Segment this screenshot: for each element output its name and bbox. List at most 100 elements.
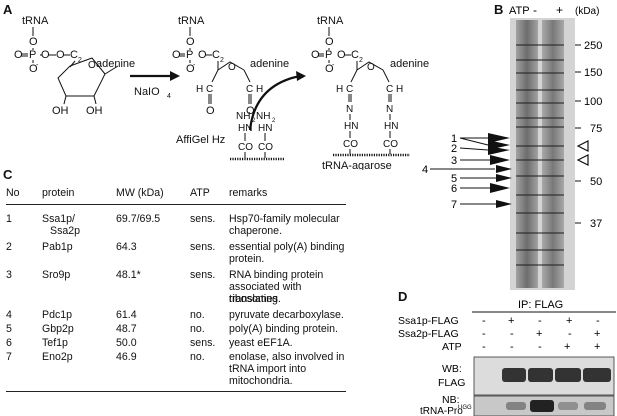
adenine-label-2: adenine	[250, 58, 289, 70]
affigel-label: AffiGel Hz	[176, 134, 225, 146]
wb-label-flag: FLAG	[438, 377, 465, 389]
svg-text:O: O	[186, 63, 195, 75]
nb-band	[530, 400, 554, 412]
gel-lane-2	[542, 20, 564, 288]
svg-text:OH: OH	[52, 105, 69, 117]
svg-text:N: N	[386, 104, 393, 115]
svg-text:2: 2	[78, 57, 82, 64]
ip-title: IP: FLAG	[518, 299, 563, 311]
svg-text:2: 2	[252, 118, 256, 124]
svg-text:O: O	[325, 36, 334, 48]
svg-text:NH: NH	[236, 111, 250, 122]
product-label: tRNA-agarose	[322, 160, 392, 170]
svg-text:C: C	[351, 49, 359, 61]
header-remarks: remarks	[229, 187, 268, 199]
svg-text:+: +	[594, 328, 600, 340]
nb-band	[584, 402, 606, 410]
wb-band	[502, 368, 526, 382]
nb-label: NB:	[442, 394, 460, 406]
svg-text:H: H	[256, 84, 263, 95]
band-4-label: 4	[422, 164, 428, 176]
svg-text:CO: CO	[383, 139, 398, 150]
svg-text:O: O	[14, 49, 23, 61]
header-mw: MW (kDa)	[116, 187, 164, 199]
panel-letter-d: D	[398, 289, 408, 304]
header-atp: ATP	[190, 187, 210, 199]
svg-text:O: O	[29, 36, 38, 48]
svg-text:O: O	[337, 49, 346, 61]
svg-text:-: -	[36, 62, 39, 69]
marker-100: 100	[584, 96, 602, 108]
band-2-label: 2	[451, 143, 457, 155]
svg-text:-: -	[510, 341, 514, 353]
svg-text:-: -	[482, 328, 486, 340]
header-no: No	[6, 187, 20, 199]
svg-text:+: +	[564, 341, 570, 353]
row-label-ssa2: Ssa2p-FLAG	[398, 328, 459, 340]
marker-37: 37	[590, 218, 602, 230]
svg-text:O: O	[367, 62, 375, 73]
nb-label-trna: tRNA-Pro	[420, 406, 463, 416]
svg-text:+: +	[508, 315, 514, 327]
adenine-label-1: adenine	[96, 58, 135, 70]
svg-text:O: O	[325, 63, 334, 75]
svg-text:H: H	[336, 84, 343, 95]
atp-label-b: ATP	[509, 5, 530, 17]
band-7-label: 7	[451, 199, 457, 211]
marker-75: 75	[590, 123, 602, 135]
svg-text:-: -	[596, 315, 600, 327]
band-6-label: 6	[451, 183, 457, 195]
svg-text:CO: CO	[258, 142, 273, 153]
wb-band	[583, 368, 611, 382]
svg-text:HN: HN	[258, 123, 272, 134]
svg-text:H: H	[396, 84, 403, 95]
svg-text:-: -	[568, 328, 572, 340]
svg-text:C: C	[386, 84, 393, 95]
svg-text:O: O	[88, 60, 96, 71]
svg-text:C: C	[346, 84, 353, 95]
svg-text:OH: OH	[86, 105, 103, 117]
svg-text:2: 2	[272, 118, 276, 124]
panel-letter-a: A	[3, 2, 13, 17]
marker-250: 250	[584, 40, 602, 52]
svg-text:O: O	[198, 49, 207, 61]
svg-text:P: P	[186, 49, 193, 61]
svg-text:O: O	[29, 63, 38, 75]
svg-text:O: O	[56, 49, 65, 61]
kda-label: (kDa)	[575, 6, 599, 17]
svg-text:O: O	[311, 49, 320, 61]
svg-text:2: 2	[359, 57, 363, 64]
band-5-label: 5	[451, 173, 457, 185]
reagent-label: NaIO	[134, 86, 160, 98]
band-1-label: 1	[451, 133, 457, 145]
svg-text:4: 4	[167, 93, 171, 100]
svg-text:O: O	[206, 105, 215, 117]
header-protein: protein	[42, 187, 75, 199]
band-3-label: 3	[451, 155, 457, 167]
svg-text:O: O	[186, 36, 195, 48]
svg-text:C: C	[246, 84, 253, 95]
row-label-ssa1: Ssa1p-FLAG	[398, 315, 459, 327]
lane-minus: -	[533, 3, 537, 17]
trna-label-3: tRNA	[317, 15, 344, 27]
trna-label-1: tRNA	[22, 15, 49, 27]
svg-text:O: O	[228, 62, 236, 73]
svg-text:HN: HN	[238, 123, 252, 134]
svg-text:-: -	[482, 315, 486, 327]
svg-text:O: O	[246, 105, 255, 117]
svg-text:-: -	[482, 341, 486, 353]
svg-text:-: -	[193, 62, 196, 69]
svg-text:2: 2	[220, 57, 224, 64]
svg-text:O: O	[41, 49, 50, 61]
svg-text:P: P	[325, 49, 332, 61]
row-label-atp: ATP	[442, 341, 462, 353]
svg-text:-: -	[538, 315, 542, 327]
svg-text:P: P	[29, 49, 36, 61]
marker-50: 50	[590, 176, 602, 188]
wb-label: WB:	[442, 363, 462, 375]
header-divider	[6, 204, 346, 205]
table-bottom-line	[6, 391, 346, 392]
marker-150: 150	[584, 67, 602, 79]
nb-band	[558, 402, 578, 410]
panel-a-scheme: tRNA O O P O O - O C 2 O adenine OH OH N…	[14, 15, 429, 170]
